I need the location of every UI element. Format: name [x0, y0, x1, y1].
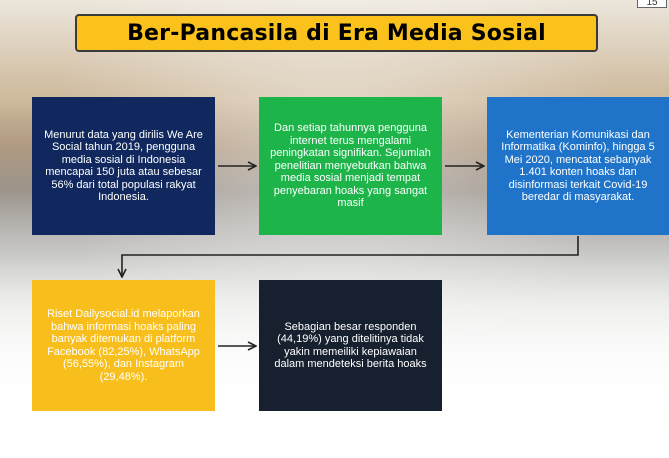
page-number: 15 [637, 0, 667, 8]
flow-box-3-text: Kementerian Komunikasi dan Informatika (… [501, 128, 655, 204]
flow-box-4: Riset Dailysocial.id melaporkan bahwa in… [32, 280, 215, 411]
flow-box-2: Dan setiap tahunnya pengguna internet te… [259, 97, 442, 235]
flow-box-3: Kementerian Komunikasi dan Informatika (… [487, 97, 669, 235]
flow-box-5-text: Sebagian besar responden (44,19%) yang d… [274, 320, 427, 371]
arrow-3-to-4 [122, 236, 579, 276]
flow-box-5: Sebagian besar responden (44,19%) yang d… [259, 280, 442, 411]
flow-box-2-text: Dan setiap tahunnya pengguna internet te… [270, 122, 431, 210]
page-title: Ber-Pancasila di Era Media Sosial [127, 20, 546, 46]
flow-box-1: Menurut data yang dirilis We Are Social … [32, 97, 215, 235]
title-banner: Ber-Pancasila di Era Media Sosial [75, 14, 598, 52]
flow-box-4-text: Riset Dailysocial.id melaporkan bahwa in… [47, 308, 200, 383]
flow-box-1-text: Menurut data yang dirilis We Are Social … [44, 128, 203, 204]
